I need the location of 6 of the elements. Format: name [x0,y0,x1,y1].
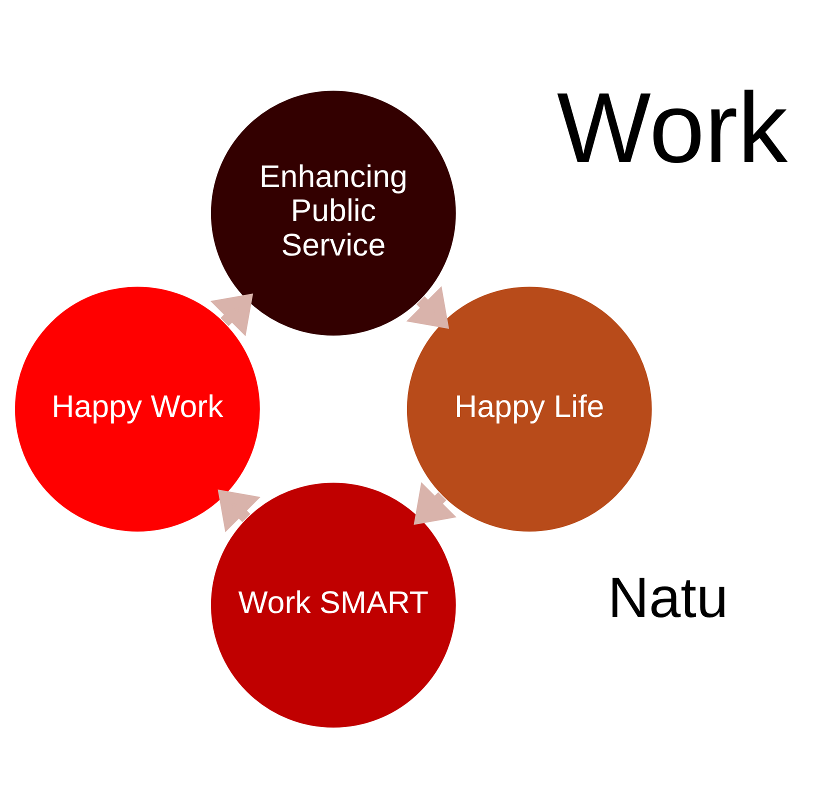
label: Natu [608,566,728,630]
arrow [218,489,260,532]
arrow [210,294,254,336]
arrow [414,482,456,525]
arrow [406,286,450,329]
label: Work [556,73,788,184]
